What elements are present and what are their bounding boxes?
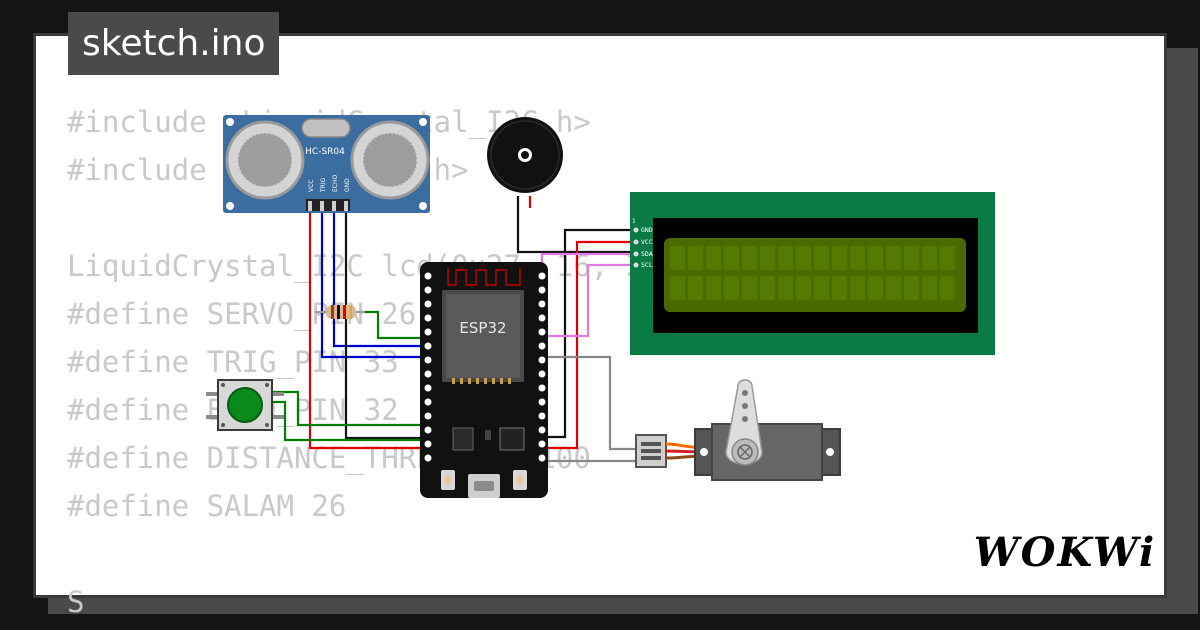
sensor-pin-label: VCC (308, 180, 315, 192)
wokwi-logo: WOKWi (975, 529, 1155, 576)
wire-servo-signal[interactable] (546, 355, 640, 451)
wire-sensor-gnd[interactable] (344, 210, 428, 440)
lcd-display[interactable]: 1 GND VCC SDA SCL (630, 192, 995, 355)
wire-resistor[interactable] (360, 310, 428, 340)
push-button[interactable] (206, 379, 284, 431)
ultrasonic-sensor[interactable]: HC-SR04 VCC TRIG ECHO GND (223, 115, 430, 213)
lcd-pin-label: SCL (641, 261, 653, 269)
esp32-label: ESP32 (459, 319, 506, 337)
code-line: #define ECHO_PIN 32 (67, 393, 399, 427)
wire-sensor-echo[interactable] (332, 210, 428, 348)
lcd-pin-label: VCC (641, 238, 653, 246)
servo-motor[interactable] (635, 379, 841, 481)
file-name-tab[interactable]: sketch.ino (68, 12, 280, 75)
lcd-pin-number: 1 (632, 218, 636, 225)
wire-button-2[interactable] (272, 400, 428, 442)
wire-sensor-vcc[interactable] (308, 210, 428, 450)
sensor-pin-label: ECHO (332, 175, 339, 192)
buzzer[interactable] (487, 117, 563, 193)
sensor-pin-label: GND (344, 178, 351, 192)
esp32-board[interactable]: ESP32 (420, 262, 548, 498)
wire-buzzer-gnd[interactable] (516, 196, 636, 254)
code-line: #define TRIG_PIN 33 (67, 345, 399, 379)
wire-sensor-trig[interactable] (320, 210, 428, 359)
lcd-pin-label: GND (641, 226, 653, 234)
wire-lcd-gnd[interactable] (546, 228, 636, 439)
wire-lcd-vcc[interactable] (546, 240, 636, 450)
sensor-label: HC-SR04 (305, 147, 345, 157)
wokwi-logo-text: WOKWi (975, 529, 1155, 576)
wire-lcd-scl[interactable] (546, 263, 636, 338)
sensor-pin-label: TRIG (320, 177, 327, 193)
resistor[interactable] (315, 305, 365, 319)
code-line: #define SALAM 26 (67, 489, 347, 523)
lcd-pin-label: SDA (641, 250, 653, 258)
code-line: S (67, 585, 85, 619)
